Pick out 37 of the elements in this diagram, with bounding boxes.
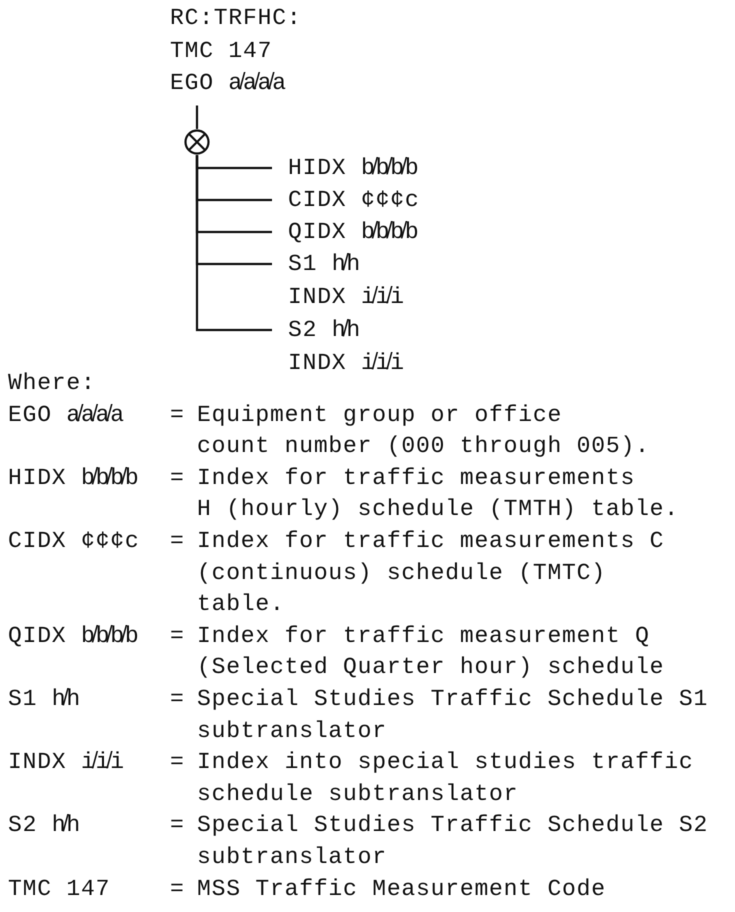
parameter-label: EGO a̸a̸a̸a (170, 69, 287, 98)
definition-text: Index for traffic measurements H (hourly) schedule (TMTH) table. (197, 464, 679, 524)
equals-sign: = (170, 685, 185, 714)
parameter-name: HIDX b̸b̸b̸b (8, 464, 140, 493)
parameter-name: S2 h̸h (8, 811, 82, 840)
parameter-label: TMC 147 (170, 36, 272, 66)
connector-line (196, 155, 272, 332)
where-heading: Where: (8, 369, 96, 398)
definition-text: Index for traffic measurement Q (Selected Quarter hour) schedule (197, 622, 664, 682)
parameter-name: EGO a̸a̸a̸a (8, 400, 125, 430)
connector-line (196, 106, 198, 129)
definition-text: Equipment group or office count number (000 through 005). (197, 400, 650, 462)
definition-text: MSS Traffic Measurement Code (197, 874, 606, 904)
parameter-label: S2 h̸h (288, 316, 362, 345)
equals-sign: = (170, 622, 185, 651)
parameter-label: INDX i̸i̸i (288, 348, 405, 378)
equals-sign: = (170, 874, 185, 904)
equals-sign: = (170, 748, 185, 778)
equals-sign: = (170, 527, 185, 556)
definition-text: Index into special studies traffic schedule subtranslator (197, 748, 694, 809)
parameter-name: QIDX b̸b̸b̸b (8, 622, 140, 651)
parameter-name: S1 h̸h (8, 685, 82, 714)
equals-sign: = (170, 811, 185, 840)
parameter-name: TMC 147 (8, 874, 110, 904)
parameter-label: HIDX b̸b̸b̸b (288, 154, 420, 183)
definition-text: Special Studies Traffic Schedule S1 subtranslator (197, 685, 708, 746)
parameter-name: CIDX ¢¢¢c (8, 527, 140, 556)
equals-sign: = (170, 400, 185, 430)
definition-text: Special Studies Traffic Schedule S2 subtranslator (197, 811, 708, 872)
equals-sign: = (170, 464, 185, 493)
parameter-name: INDX i̸i̸i (8, 748, 125, 778)
parameter-label: CIDX ¢¢¢c (288, 186, 420, 215)
parameter-label: S1 h̸h (288, 250, 362, 279)
definition-text: Index for traffic measurements C (continuous) schedule (TMTC) table. (197, 527, 664, 620)
parameter-label: QIDX b̸b̸b̸b (288, 218, 420, 247)
parameter-label: INDX i̸i̸i (288, 282, 405, 312)
command-label: RC:TRFHC: (170, 4, 302, 33)
